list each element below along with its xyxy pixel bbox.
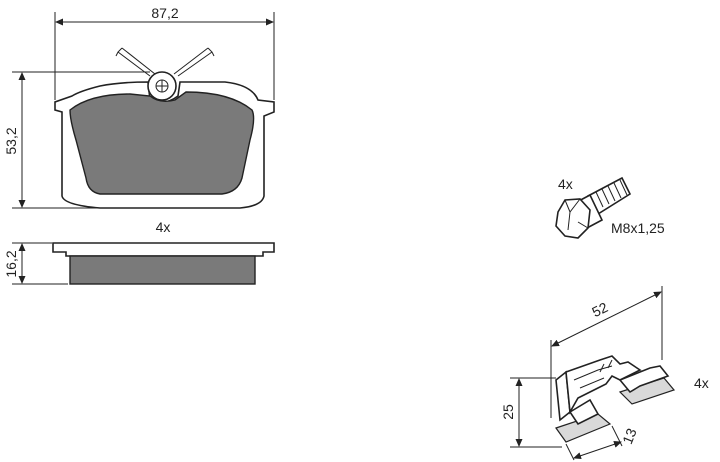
clip-quantity-label: 4x [694,375,709,391]
clip-right-tab [618,365,670,394]
pad-side-plate [52,242,275,257]
pad-thickness-dimension: 16,2 [3,242,68,285]
pad-thickness-label: 16,2 [3,250,19,277]
clip-height-label: 25 [500,404,516,420]
pad-width-label: 87,2 [151,5,178,21]
bolt-hex-head [555,198,591,239]
clip-length-label: 52 [589,299,610,320]
clip-body-folds [573,359,613,389]
clip-width-label: 13 [619,426,640,447]
pad-quantity-label: 4x [156,219,171,235]
bolt-quantity-label: 4x [558,176,573,192]
pad-width-dimension: 87,2 [54,5,275,100]
clip-height-dimension: 25 [500,377,562,448]
bolt-thread-lines [595,179,628,208]
pad-height-dimension: 53,2 [3,71,150,209]
bolt-head-facets [564,198,589,231]
pad-friction-material [69,91,255,195]
bolt-thread-label: M8x1,25 [611,220,665,236]
brake-pad-side-view [52,242,275,285]
pad-spring-wire [115,47,215,77]
pad-height-label: 53,2 [3,127,19,154]
clip-width-dimension: 13 [565,426,640,461]
pad-lug-cross [156,80,168,92]
bolt [555,176,632,239]
clip-length-dimension: 52 [550,286,663,418]
retaining-clip [555,355,676,443]
pad-side-friction [69,255,256,285]
clip-leg [568,398,600,426]
brake-pad-front-view [54,47,275,209]
